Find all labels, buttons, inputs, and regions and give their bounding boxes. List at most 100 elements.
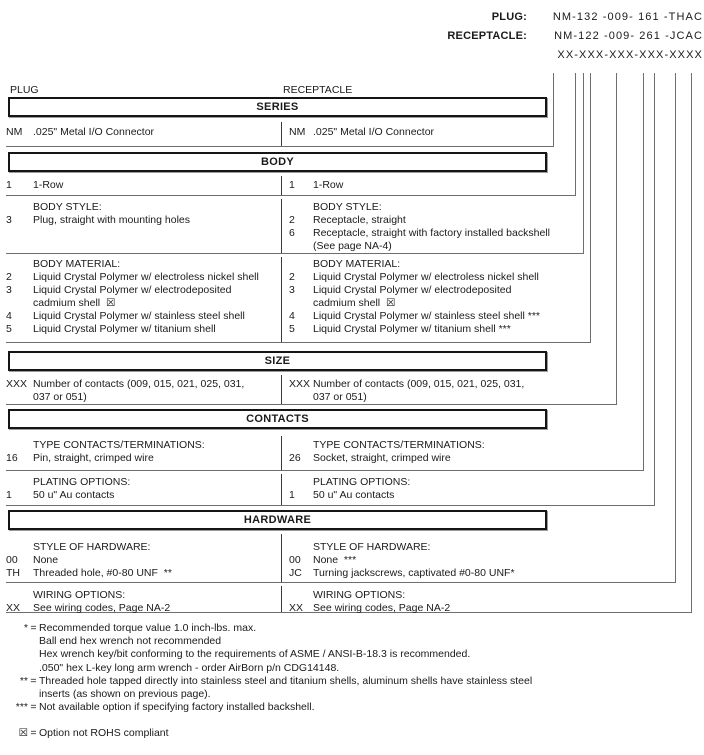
text-cell: 037 or 051) <box>33 391 87 403</box>
column-divider-contact-type <box>281 436 282 470</box>
contact-type-title-right: TYPE CONTACTS/TERMINATIONS: <box>313 439 485 451</box>
text-cell: Liquid Crystal Polymer w/ titanium shell <box>33 323 216 335</box>
code-cell: JC <box>289 567 302 579</box>
plating-title-left: PLATING OPTIONS: <box>33 476 131 488</box>
wiring-title-left: WIRING OPTIONS: <box>33 589 126 601</box>
column-divider-size <box>281 375 282 404</box>
footnote-equals <box>28 648 39 661</box>
body-style-title-right: BODY STYLE: <box>313 201 382 213</box>
part-number-mask-text: XX-XXX-XXX-XXX-XXXX <box>557 49 703 61</box>
footnote-text: Threaded hole tapped directly into stain… <box>39 674 533 687</box>
code-cell: TH <box>6 567 20 579</box>
rule-plating-bottom <box>6 505 655 506</box>
code-cell: 00 <box>289 554 301 566</box>
column-label-plug: PLUG <box>10 84 39 96</box>
code-cell: 6 <box>289 227 295 239</box>
text-cell: Liquid Crystal Polymer w/ electrodeposit… <box>33 284 232 296</box>
footnote-marker: * <box>23 622 28 634</box>
connector-line-size <box>616 73 617 404</box>
section-header-size: SIZE <box>8 351 547 371</box>
part-number-mask: XX-XXX-XXX-XXX-XXXX <box>447 49 703 68</box>
body-style-title-left: BODY STYLE: <box>33 201 102 213</box>
code-cell: 2 <box>289 214 295 226</box>
text-cell: cadmium shell ☒ <box>33 297 116 309</box>
section-header-contacts: CONTACTS <box>8 409 547 429</box>
series-plug-code: NM <box>6 126 23 138</box>
code-cell: XXX <box>289 378 311 390</box>
footnote-row: inserts (as shown on previous page). <box>4 688 532 701</box>
receptacle-label: RECEPTACLE: <box>447 30 527 42</box>
text-cell: Receptacle, straight <box>313 214 406 226</box>
footnote-marker <box>4 648 28 661</box>
plating-title-right: PLATING OPTIONS: <box>313 476 411 488</box>
part-number-plug: PLUG: NM-132 -009- 161 -THAC <box>447 11 703 30</box>
text-cell: None <box>33 554 59 566</box>
part-number-receptacle: RECEPTACLE: NM-122 -009- 261 -JCAC <box>447 30 703 49</box>
rule-body-style-bottom <box>6 253 584 254</box>
rule-series-bottom <box>6 146 554 147</box>
footnote-row: Ball end hex wrench not recommended <box>4 635 532 648</box>
footnote-marker: ** <box>19 674 28 687</box>
text-cell: Number of contacts (009, 015, 021, 025, … <box>313 378 525 390</box>
footnote-row: * = Recommended torque value 1.0 inch-lb… <box>4 622 532 635</box>
body-plug-code: 1 <box>6 179 12 191</box>
code-cell: 4 <box>289 310 295 322</box>
text-cell: (See page NA-4) <box>313 240 392 252</box>
connector-line-body-row <box>575 73 576 195</box>
rule-size-bottom <box>6 404 617 405</box>
code-cell: 2 <box>289 271 295 283</box>
footnote-text: Not available option if specifying facto… <box>39 701 315 714</box>
code-cell: 2 <box>6 271 12 283</box>
body-plug-text: 1-Row <box>33 179 64 191</box>
column-divider-series <box>281 122 282 146</box>
rule-wiring-bottom <box>6 612 692 613</box>
connector-line-plating <box>654 73 655 505</box>
footnote-marker <box>4 688 28 701</box>
connector-line-body-style <box>583 73 584 253</box>
rohs-note: ☒ = Option not ROHS compliant <box>4 727 532 740</box>
rule-contact-type-bottom <box>6 470 644 471</box>
text-cell: Plug, straight with mounting holes <box>33 214 191 226</box>
code-cell: 5 <box>6 323 12 335</box>
column-divider-body-material <box>281 257 282 342</box>
contact-type-title-left: TYPE CONTACTS/TERMINATIONS: <box>33 439 205 451</box>
text-cell: Receptacle, straight with factory instal… <box>313 227 550 239</box>
column-divider-hardware-style <box>281 534 282 582</box>
column-divider-body-row <box>281 176 282 195</box>
footnote-equals: = <box>30 674 37 687</box>
series-receptacle-text: .025" Metal I/O Connector <box>313 126 435 138</box>
rule-hardware-style-bottom <box>6 582 676 583</box>
footnote-marker <box>4 635 28 648</box>
footnote-row: .050" hex L-key long arm wrench - order … <box>4 662 532 675</box>
text-cell: 50 u" Au contacts <box>33 489 115 501</box>
code-cell: 3 <box>6 284 12 296</box>
receptacle-part-number: NM-122 -009- 261 -JCAC <box>554 30 703 42</box>
text-cell: Threaded hole, #0-80 UNF ** <box>33 567 172 579</box>
text-cell: Pin, straight, crimped wire <box>33 452 154 464</box>
code-cell: 3 <box>6 214 12 226</box>
footnote-text: Recommended torque value 1.0 inch-lbs. m… <box>39 622 257 634</box>
column-label-receptacle: RECEPTACLE <box>283 84 353 96</box>
body-material-title-right: BODY MATERIAL: <box>313 258 401 270</box>
rule-body-row-bottom <box>6 195 576 196</box>
code-cell: 26 <box>289 452 301 464</box>
footnote-row: ** = Threaded hole tapped directly into … <box>4 675 532 688</box>
hardware-style-title-left: STYLE OF HARDWARE: <box>33 541 151 553</box>
section-header-hardware: HARDWARE <box>8 510 547 530</box>
body-receptacle-code: 1 <box>289 179 295 191</box>
footnote-equals <box>28 688 39 701</box>
series-plug-text: .025" Metal I/O Connector <box>33 126 155 138</box>
body-receptacle-text: 1-Row <box>313 179 344 191</box>
section-header-body: BODY <box>8 152 547 172</box>
code-cell: 16 <box>6 452 18 464</box>
text-cell: Turning jackscrews, captivated #0-80 UNF… <box>313 567 515 579</box>
connector-line-contact-type <box>643 73 644 470</box>
code-cell: 3 <box>289 284 295 296</box>
footnote-row: Hex wrench key/bit conforming to the req… <box>4 648 532 661</box>
footnote-text: Ball end hex wrench not recommended <box>39 635 222 648</box>
hardware-style-title-right: STYLE OF HARDWARE: <box>313 541 431 553</box>
code-cell: XXX <box>6 378 28 390</box>
text-cell: None *** <box>313 554 357 566</box>
code-cell: XX <box>289 602 304 614</box>
